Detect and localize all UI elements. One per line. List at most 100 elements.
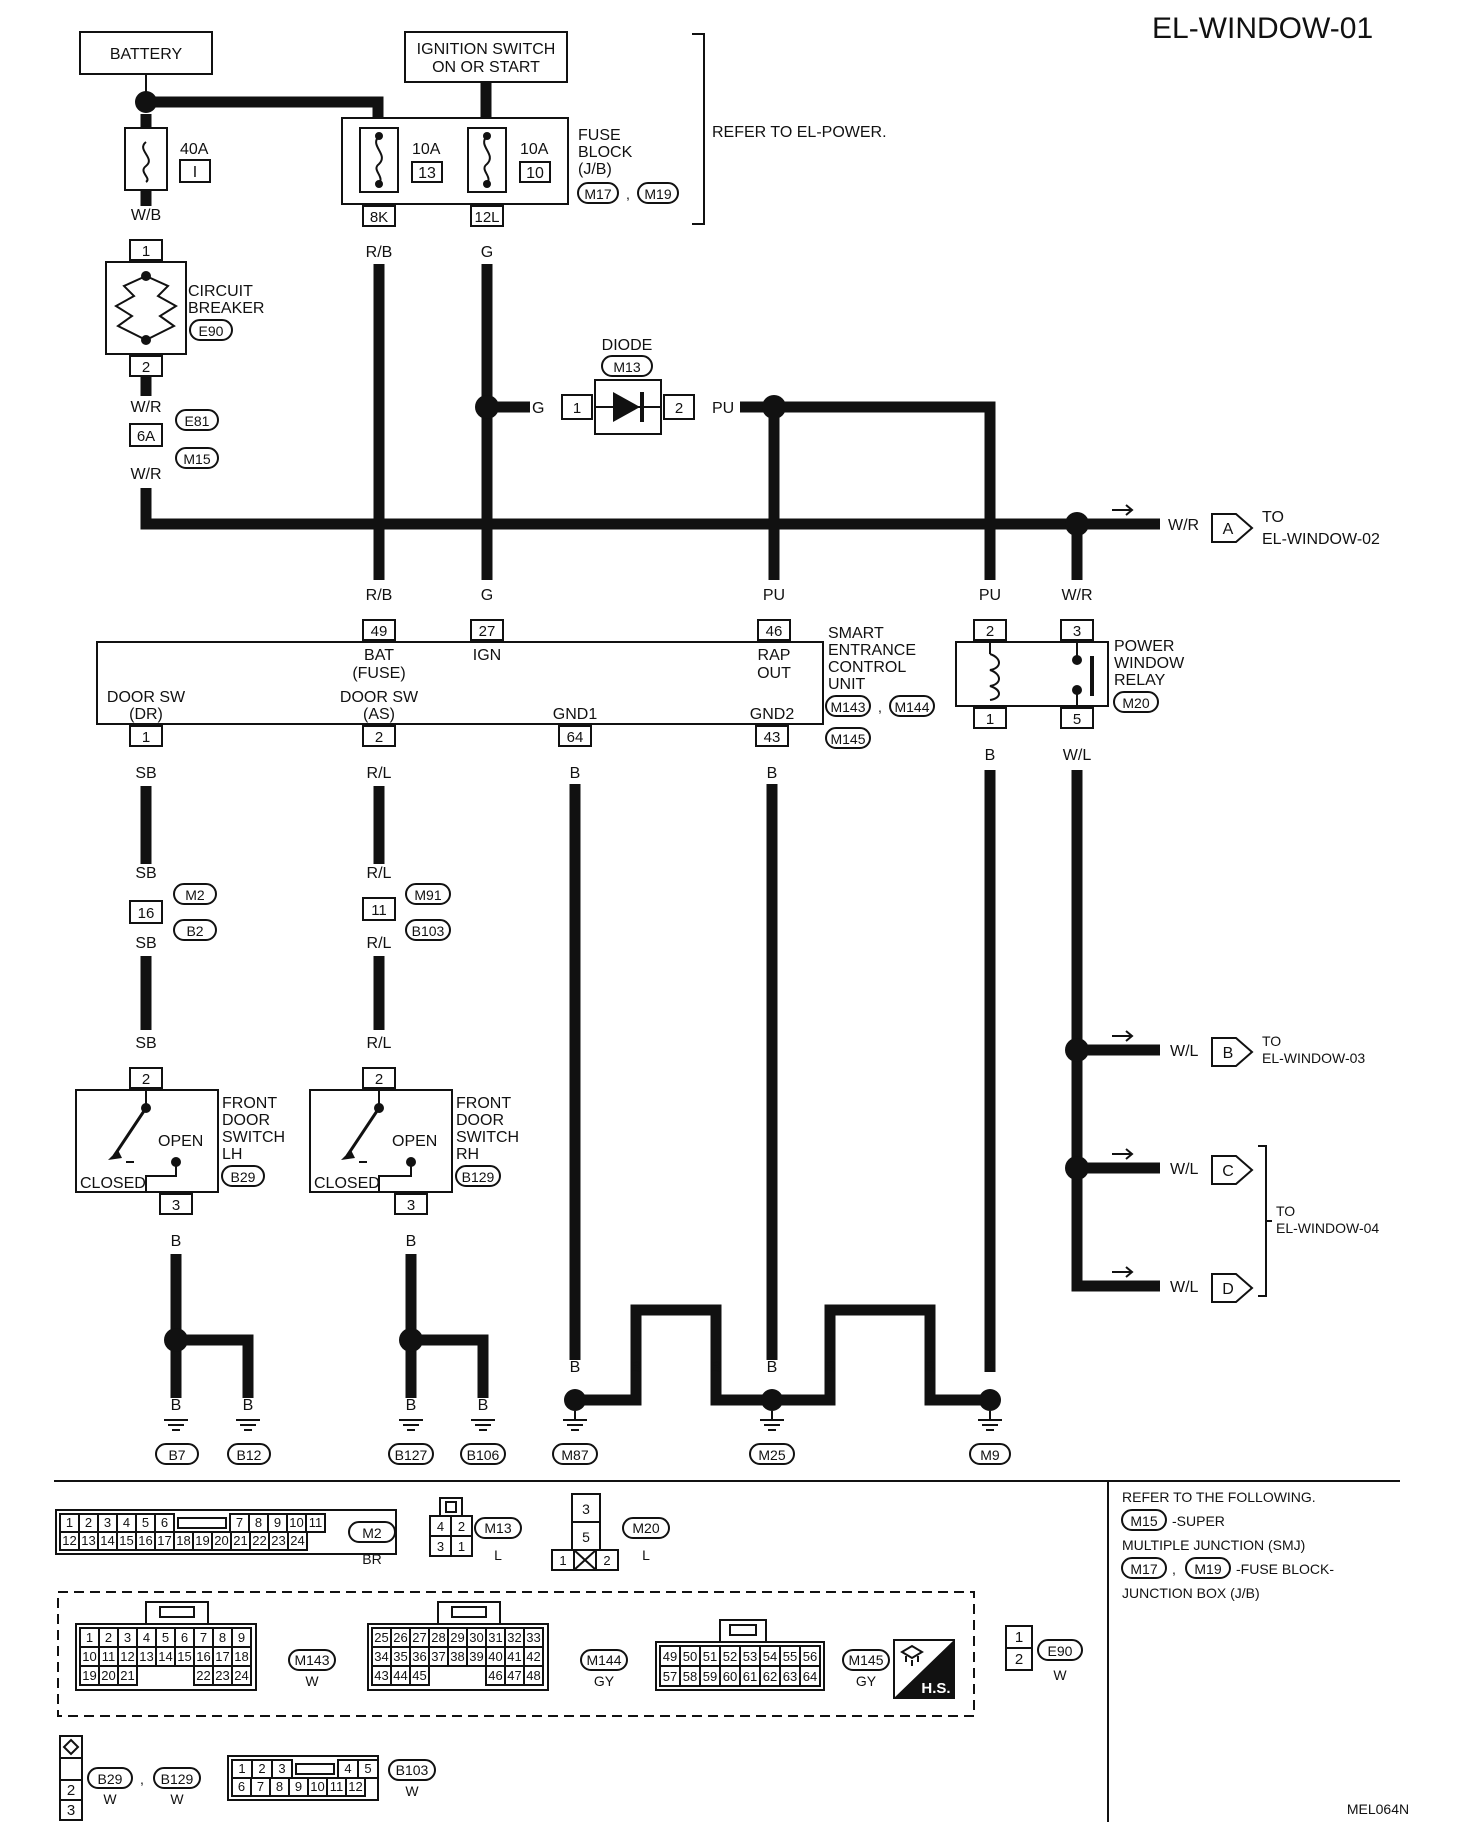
breaker-pin1-box	[129, 239, 163, 261]
g-m144-pin-26: 26	[393, 1630, 407, 1645]
ground-b12-oval	[227, 1443, 271, 1465]
secu-term-ign: IGN	[473, 647, 501, 664]
cd-target: EL-WINDOW-04	[1276, 1220, 1379, 1236]
legend-e90-pin2: 2	[1015, 1651, 1023, 1668]
joint-conn-m15: M15	[183, 451, 210, 467]
m20-pin-3: 3	[582, 1501, 590, 1517]
m20-pin-1: 1	[559, 1553, 566, 1568]
wire-label-wr-1: W/R	[130, 399, 161, 416]
m145-pin-63: 63	[783, 1669, 797, 1684]
legend-b103-oval	[388, 1759, 436, 1781]
diagram-title: EL-WINDOW-01	[1152, 12, 1373, 45]
m2-pin-7: 7	[236, 1515, 243, 1530]
refer-m19-oval	[1185, 1557, 1231, 1579]
arrow-c-direction	[1112, 1148, 1134, 1160]
arrow-d-direction	[1112, 1266, 1134, 1278]
legend-b103-conn: B103	[396, 1762, 429, 1778]
legend-b129-oval	[153, 1767, 201, 1789]
wire-label-rl-3: R/L	[367, 935, 392, 952]
breaker-conn: E90	[199, 323, 224, 339]
wire-lh-ground-b12	[176, 1334, 254, 1398]
g-m144-pin-32: 32	[507, 1630, 521, 1645]
m145-pin-64-box	[799, 1665, 821, 1687]
arrow-c-letter: C	[1222, 1163, 1234, 1180]
relay-conn-oval	[1113, 691, 1159, 713]
diode-conn: M13	[613, 359, 640, 375]
arrow-b-target: EL-WINDOW-03	[1262, 1050, 1365, 1066]
g-m143-pin-3: 3	[124, 1630, 131, 1645]
pin-12l-box	[470, 205, 504, 227]
wire-label-b-m87: B	[570, 1359, 581, 1376]
m2-pin-15: 15	[119, 1533, 133, 1548]
wire-label-rb-top: R/B	[366, 244, 393, 261]
doorsw-rh-blade	[345, 1107, 381, 1157]
doorsw-lh-label-3: SWITCH	[222, 1129, 285, 1146]
secu-term-fuse: (FUSE)	[352, 665, 405, 682]
m2-pin-24: 24	[290, 1533, 304, 1548]
b103-pin-8: 8	[276, 1779, 283, 1794]
g-m144-latch-inner	[451, 1606, 487, 1618]
m145-pin-59: 59	[703, 1669, 717, 1684]
doorsw-lh-pin2: 2	[142, 1071, 150, 1088]
doorsw-rh-label-4: RH	[456, 1146, 479, 1163]
wire-label-b-b7: B	[171, 1397, 182, 1414]
legend-b29-oval	[87, 1767, 133, 1789]
m145-latch-inner	[729, 1624, 757, 1636]
m20-blank-x	[573, 1549, 597, 1571]
m2-pin-1: 1	[66, 1515, 73, 1530]
wire-rh-ground-b106	[411, 1334, 489, 1398]
breaker-label-1: CIRCUIT	[188, 283, 253, 300]
wire-ground-loop-2	[772, 1304, 990, 1406]
secu-pin-49: 49	[371, 623, 388, 640]
secu-label-2: ENTRANCE	[828, 642, 916, 659]
legend-e90-pin2-box	[1005, 1647, 1033, 1671]
doorsw-lh-conn-oval	[221, 1165, 265, 1187]
relay-pin-1: 1	[986, 711, 994, 728]
b103-pin-6: 6	[238, 1779, 245, 1794]
m145-pin-62: 62	[763, 1669, 777, 1684]
ignition-label-1: IGNITION SWITCH	[417, 41, 556, 58]
diode-pin2-box	[663, 394, 695, 420]
b103-pin-2: 2	[258, 1761, 265, 1776]
b103-pin-9: 9	[295, 1779, 302, 1794]
refer-line-2: -SUPER	[1172, 1513, 1225, 1529]
ground-b7: B7	[168, 1447, 185, 1463]
m2-latch	[177, 1517, 227, 1529]
wire-label-wb: W/B	[131, 207, 161, 224]
wire-label-wl-relay: W/L	[1063, 747, 1092, 764]
legend-m13-oval	[474, 1517, 522, 1539]
g-m143-pin-10: 10	[82, 1649, 96, 1664]
wire-label-pu-diode: PU	[712, 400, 734, 417]
g-m144-pin-42: 42	[526, 1649, 540, 1664]
wire-label-b-b12: B	[243, 1397, 254, 1414]
legend-m13-conn: M13	[484, 1520, 511, 1536]
secu-pin-27-box	[470, 619, 504, 641]
ground-b7-oval	[155, 1443, 199, 1465]
legend-b29-conn: B29	[98, 1771, 123, 1787]
wire-label-sb-1: SB	[135, 765, 156, 782]
secu-conn-m144: M144	[894, 699, 929, 715]
wire-label-wl-c: W/L	[1170, 1161, 1199, 1178]
doorsw-rh-label-2: DOOR	[456, 1112, 504, 1129]
breaker-element-left	[114, 275, 147, 341]
m145-pin-50: 50	[683, 1649, 697, 1664]
legend-m143-conn: M143	[294, 1652, 329, 1668]
g-m143-latch-inner	[159, 1606, 195, 1618]
pin-8k-box	[362, 205, 396, 227]
inline-conn-b103: B103	[412, 923, 445, 939]
connector-arrow-d	[1211, 1273, 1254, 1303]
ground-m25-oval	[749, 1443, 795, 1465]
g-m144-pin-45-box	[409, 1665, 430, 1686]
doorsw-lh-conn: B29	[231, 1169, 256, 1185]
breaker-pin2: 2	[142, 359, 150, 376]
fuse-conn-sep: ,	[626, 186, 630, 202]
b103-pin-12-box	[345, 1777, 366, 1797]
fuse-block-label-3: (J/B)	[578, 161, 612, 178]
doorsw-lh-pin3: 3	[172, 1197, 180, 1214]
legend-e90-conn: E90	[1048, 1643, 1073, 1659]
wire-label-pu-relay: PU	[979, 587, 1001, 604]
g-m143-pin-23: 23	[215, 1668, 229, 1683]
m2-pin-9: 9	[274, 1515, 281, 1530]
g-m143-pin-1: 1	[86, 1630, 93, 1645]
